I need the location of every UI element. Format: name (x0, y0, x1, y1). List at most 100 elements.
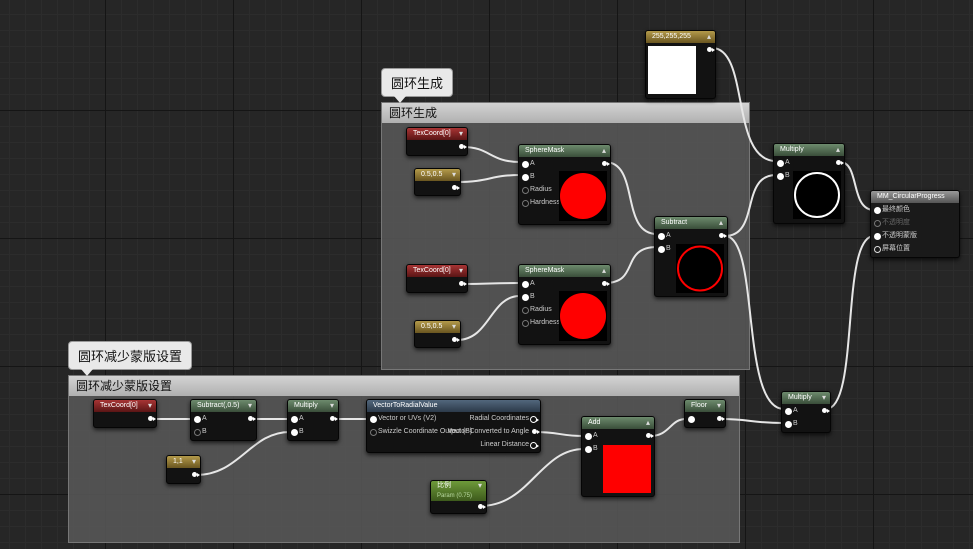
input-pin[interactable] (785, 408, 792, 415)
multiply-node-bottom[interactable]: Multiply▾ A B (781, 391, 831, 433)
output-pin[interactable] (530, 442, 539, 449)
collapse-icon[interactable]: ▴ (835, 145, 840, 154)
collapse-icon[interactable]: ▾ (821, 393, 826, 402)
collapse-icon[interactable]: ▾ (451, 322, 456, 331)
multiply-node-top[interactable]: Multiply▴ A B (773, 143, 845, 224)
constant-node-b[interactable]: 0.5,0.5▾ (414, 320, 461, 348)
add-node[interactable]: Add▴ A B (581, 416, 655, 497)
wire (462, 146, 521, 163)
output-pin[interactable] (148, 416, 156, 421)
collapse-icon[interactable]: ▴ (718, 218, 723, 227)
node-title: TexCoord[0] (413, 130, 451, 137)
comment-title[interactable]: 圆环减少蒙版设置 (69, 376, 739, 396)
input-pin[interactable] (585, 446, 592, 453)
input-pin[interactable] (658, 246, 665, 253)
collapse-icon[interactable]: ▾ (458, 266, 463, 275)
parameter-node[interactable]: 比例▾ Param (0.75) (430, 480, 487, 514)
color-constant-node[interactable]: 255,255,255▴ (645, 30, 716, 99)
collapse-icon[interactable]: ▴ (601, 146, 606, 155)
texcoord-node-a[interactable]: TexCoord[0] ▾ (406, 127, 468, 156)
output-pin[interactable] (822, 408, 830, 413)
input-pin[interactable] (522, 294, 529, 301)
input-pin[interactable] (874, 233, 881, 240)
collapse-icon[interactable]: ▾ (147, 401, 152, 410)
input-pin[interactable] (785, 421, 792, 428)
collapse-icon[interactable]: ▴ (706, 32, 711, 41)
multiply-node-mid[interactable]: Multiply▾ A B (287, 399, 339, 441)
output-pin[interactable] (330, 416, 338, 421)
spheremask-node-b[interactable]: SphereMask▴ A B Radius Hardness (518, 264, 611, 345)
collapse-icon[interactable]: ▴ (601, 266, 606, 275)
input-pin[interactable] (194, 429, 201, 436)
input-pin[interactable] (777, 160, 784, 167)
output-pin[interactable] (192, 472, 200, 477)
input-pin[interactable] (291, 429, 298, 436)
node-title: VectorToRadialValue (373, 402, 438, 409)
output-pin[interactable] (646, 433, 654, 438)
subtract-node-half[interactable]: Subtract(,0.5)▾ A B (190, 399, 257, 441)
comment-bubble-mask[interactable]: 圆环减少蒙版设置 (68, 341, 193, 376)
pin-label: B (530, 293, 535, 300)
output-pin[interactable] (707, 47, 715, 52)
vector-to-radial-node[interactable]: VectorToRadialValue Vector or UVs (V2)Ra… (366, 399, 541, 453)
input-pin[interactable] (194, 416, 201, 423)
output-pin[interactable] (530, 416, 539, 423)
pin-label: B (666, 245, 671, 252)
output-pin[interactable] (602, 281, 610, 286)
output-pin[interactable] (719, 233, 727, 238)
output-pin[interactable] (478, 504, 486, 509)
input-pin[interactable] (658, 233, 665, 240)
collapse-icon[interactable]: ▾ (329, 401, 334, 410)
collapse-icon[interactable]: ▾ (458, 129, 463, 138)
input-pin[interactable] (688, 416, 695, 423)
input-pin[interactable] (522, 307, 529, 314)
wire (533, 431, 585, 437)
output-label: Vector Converted to Angle (447, 428, 529, 435)
wire (456, 295, 521, 341)
input-pin[interactable] (874, 246, 881, 253)
input-pin[interactable] (370, 416, 377, 423)
output-pin[interactable] (717, 416, 725, 421)
pin-label: Radius (530, 306, 552, 313)
subtract-node-ring[interactable]: Subtract▴ A B (654, 216, 728, 297)
output-pin[interactable] (459, 281, 467, 286)
constant-node-a[interactable]: 0.5,0.5▾ (414, 168, 461, 196)
input-pin[interactable] (522, 200, 529, 207)
output-pin[interactable] (248, 416, 256, 421)
output-pin[interactable] (532, 429, 540, 434)
pin-label: B (785, 172, 790, 179)
input-pin[interactable] (370, 429, 377, 436)
collapse-icon[interactable]: ▾ (247, 401, 252, 410)
constant-node-c[interactable]: 1,1 ▾ (166, 455, 201, 484)
comment-bubble-ring[interactable]: 圆环生成 (381, 68, 454, 103)
input-pin[interactable] (874, 207, 881, 214)
collapse-icon[interactable]: ▴ (645, 418, 650, 427)
collapse-icon[interactable]: ▾ (716, 401, 721, 410)
output-pin[interactable] (452, 337, 460, 342)
spheremask-node-a[interactable]: SphereMask▴ A B Radius Hardness (518, 144, 611, 225)
collapse-icon[interactable]: ▾ (477, 481, 482, 490)
input-pin[interactable] (874, 220, 881, 227)
texcoord-node-c[interactable]: TexCoord[0]▾ (93, 399, 157, 428)
collapse-icon[interactable]: ▾ (191, 457, 196, 466)
output-pin[interactable] (459, 144, 467, 149)
input-pin[interactable] (522, 187, 529, 194)
input-pin[interactable] (522, 320, 529, 327)
output-pin[interactable] (836, 160, 844, 165)
pin-label: 不透明蒙版 (882, 232, 917, 239)
node-title: 1,1 (173, 458, 183, 465)
output-pin[interactable] (452, 185, 460, 190)
collapse-icon[interactable]: ▾ (451, 170, 456, 179)
input-pin[interactable] (585, 433, 592, 440)
texcoord-node-b[interactable]: TexCoord[0]▾ (406, 264, 468, 293)
input-pin[interactable] (522, 161, 529, 168)
comment-title[interactable]: 圆环生成 (382, 103, 749, 123)
floor-node[interactable]: Floor▾ (684, 399, 726, 428)
material-output-node[interactable]: MM_CircularProgress 最终颜色 不透明度 不透明蒙版 屏幕位置 (870, 190, 960, 258)
input-pin[interactable] (777, 173, 784, 180)
output-pin[interactable] (602, 161, 610, 166)
input-pin[interactable] (291, 416, 298, 423)
pin-label: B (299, 428, 304, 435)
input-pin[interactable] (522, 281, 529, 288)
input-pin[interactable] (522, 174, 529, 181)
